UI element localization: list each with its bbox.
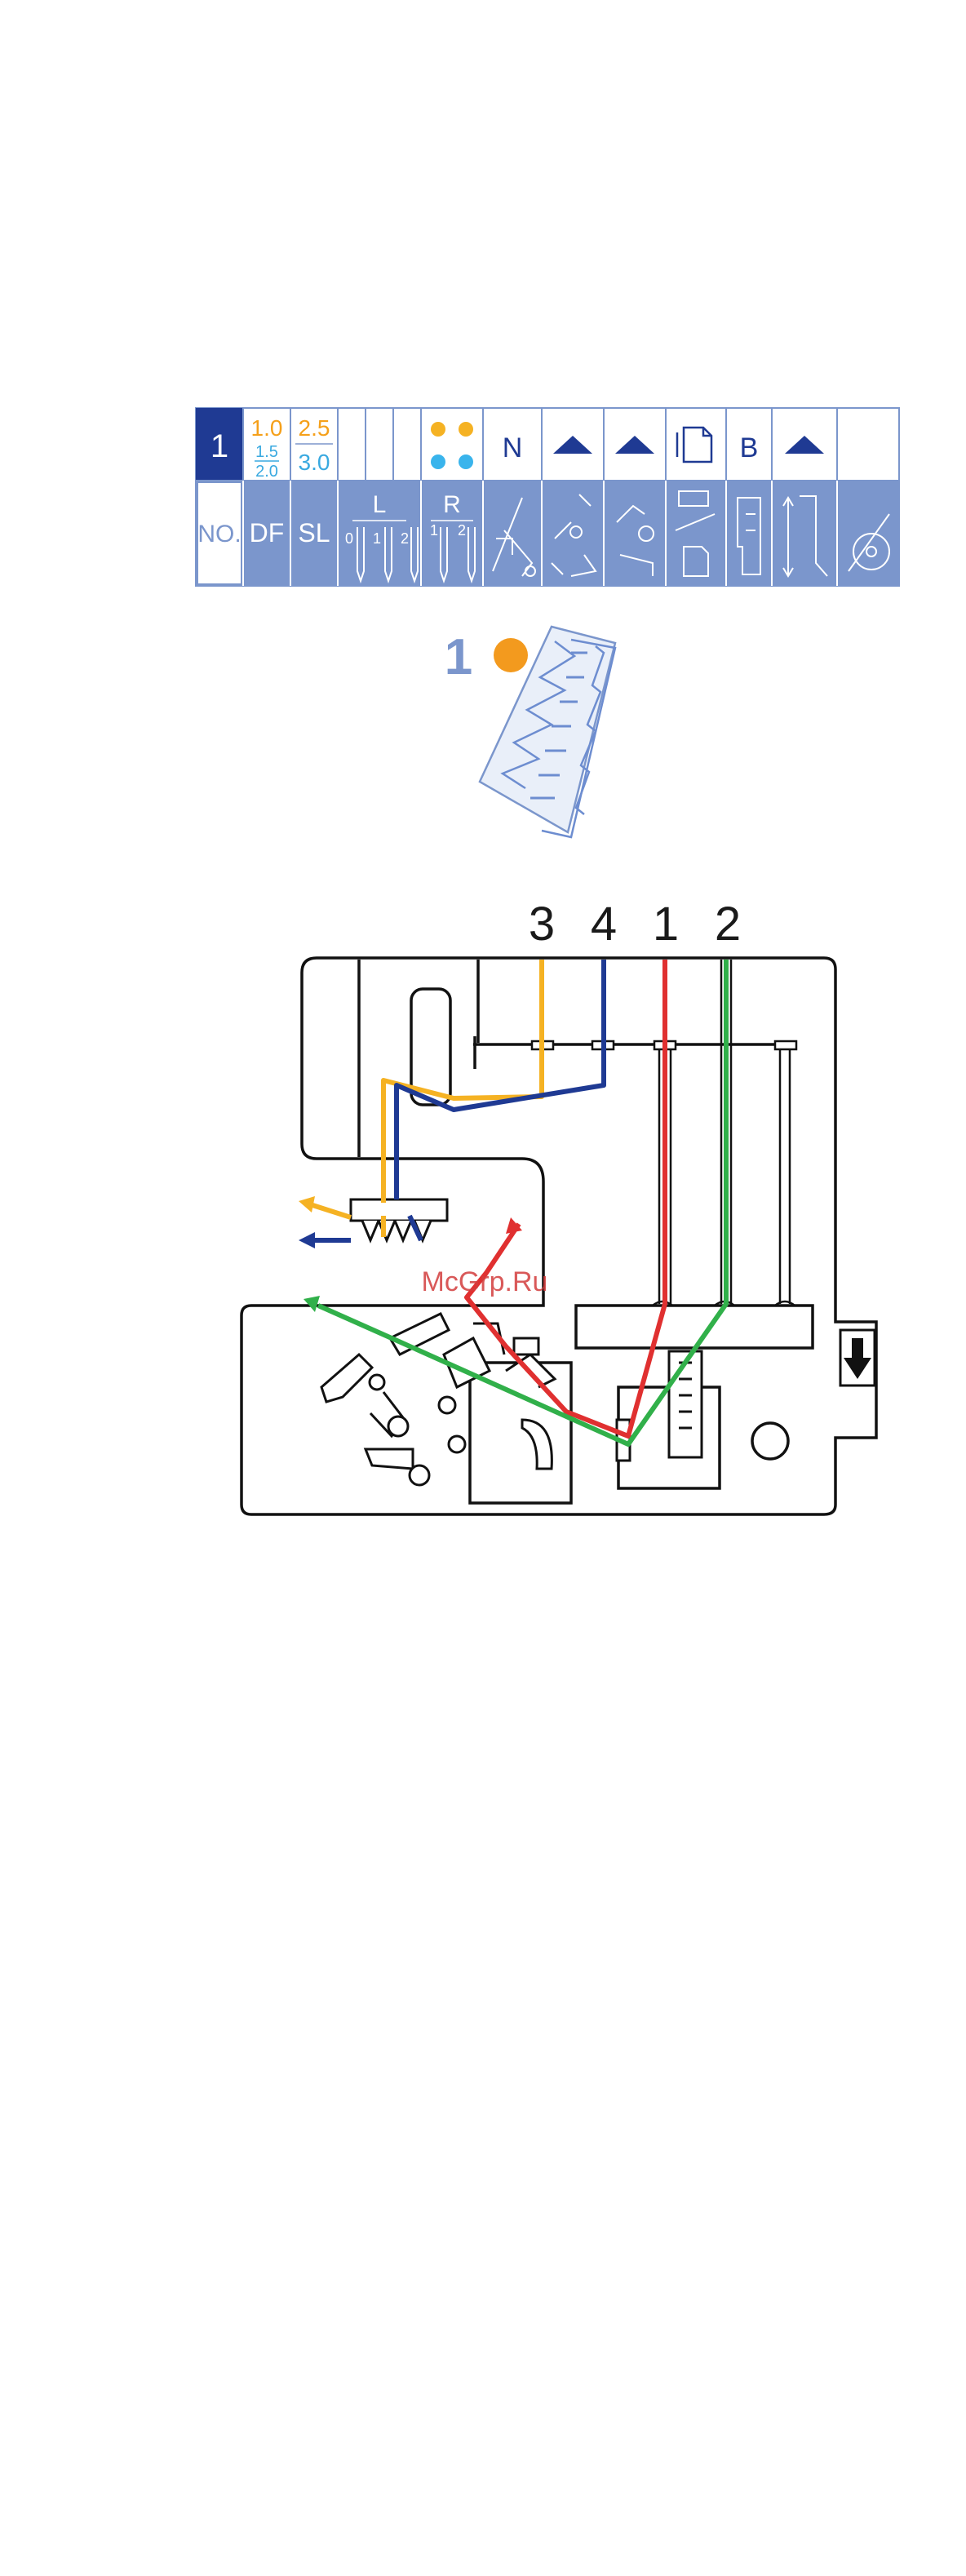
stitch-number: 1 <box>210 428 228 464</box>
lower-looper-mechanism <box>321 1314 555 1485</box>
thread-number-1: 1 <box>653 898 679 951</box>
dot-cyan-right <box>459 454 473 469</box>
thread-2-arrow <box>304 1296 320 1312</box>
thread-3-arrow <box>299 1196 315 1213</box>
stitch-sample: 1 <box>445 627 615 837</box>
l-number-2: 2 <box>401 530 409 547</box>
l-number-0: 0 <box>345 530 353 547</box>
no-label: NO. <box>197 521 241 548</box>
thread-4-arrow <box>299 1232 315 1248</box>
watermark: McGrp.Ru <box>422 1266 548 1297</box>
n-label: N <box>503 432 523 463</box>
dot-orange-left <box>431 422 445 437</box>
stitch-color-dot <box>494 638 528 672</box>
thread-1-path <box>467 960 665 1436</box>
sl-value-bottom: 3.0 <box>299 450 330 475</box>
r-number-1: 1 <box>430 522 438 539</box>
settings-table: 1 1.0 1.5 2.0 2.5 3.0 <box>196 408 899 586</box>
stitch-sample-label: 1 <box>445 629 472 685</box>
dot-orange-right <box>459 422 473 437</box>
sl-label: SL <box>298 518 330 548</box>
down-arrow-icon <box>844 1338 871 1379</box>
r-number-2: 2 <box>458 522 466 539</box>
thread-number-4: 4 <box>591 898 617 951</box>
b-label: B <box>740 432 759 463</box>
l-number-1: 1 <box>373 530 381 547</box>
thread-3-exit <box>310 1204 351 1217</box>
df-value-top: 1.0 <box>251 415 283 441</box>
r-label: R <box>443 491 461 518</box>
threading-diagram: 3 4 1 2 <box>242 898 876 1514</box>
thread-number-2: 2 <box>715 898 741 951</box>
l-label: L <box>373 491 387 518</box>
sl-value-top: 2.5 <box>299 415 330 441</box>
df-label: DF <box>250 518 285 548</box>
df-value-middle: 1.5 <box>255 443 278 461</box>
upper-looper-block <box>351 1199 447 1240</box>
dot-cyan-left <box>431 454 445 469</box>
thread-4-path <box>397 960 604 1240</box>
thread-number-3: 3 <box>529 898 555 951</box>
df-value-bottom: 2.0 <box>255 463 278 481</box>
